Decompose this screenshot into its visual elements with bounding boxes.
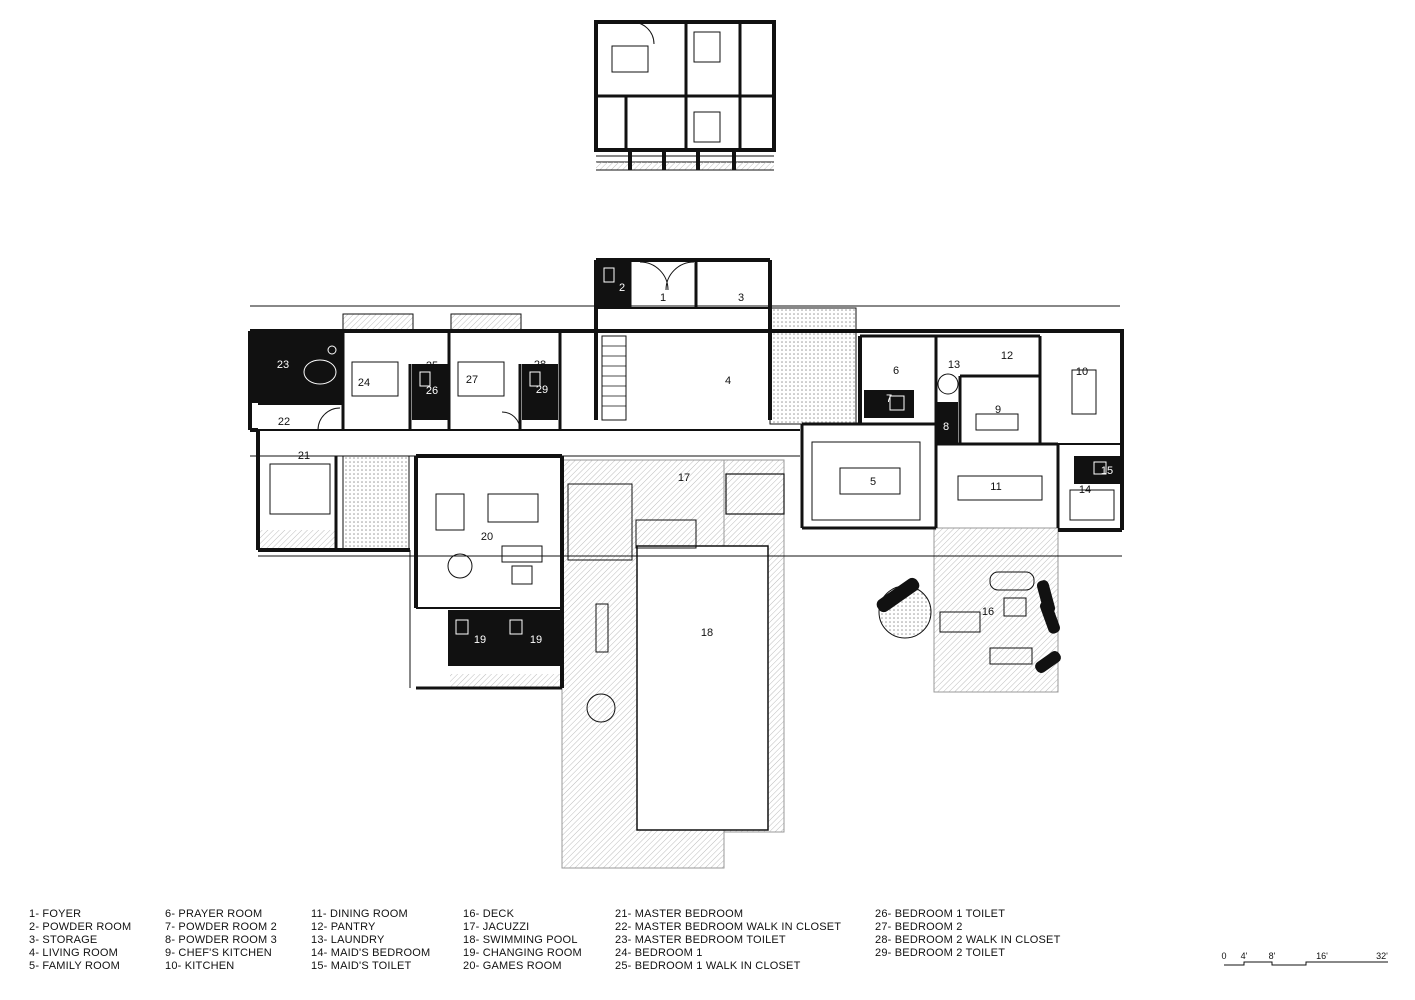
scale-label-32: 32' (1376, 951, 1388, 961)
legend-item: 25- BEDROOM 1 WALK IN CLOSET (615, 960, 801, 972)
scale-bar: 0 4' 8' 16' 32' (1221, 951, 1388, 966)
legend-column-4: 16- DECK 17- JACUZZI 18- SWIMMING POOL 1… (463, 908, 582, 973)
legend-item: 8- POWDER ROOM 3 (165, 934, 277, 946)
room-label-25: 25 (426, 360, 438, 372)
room-label-1: 1 (660, 292, 666, 304)
fixtures (303, 267, 1107, 635)
legend-item: 27- BEDROOM 2 (875, 921, 963, 933)
legend-item: 18- SWIMMING POOL (463, 934, 578, 946)
legend-item: 29- BEDROOM 2 TOILET (875, 947, 1006, 959)
legend-item: 11- DINING ROOM (311, 908, 408, 920)
room-label-2: 2 (619, 282, 625, 294)
room-label-3: 3 (738, 292, 744, 304)
legend-item: 17- JACUZZI (463, 921, 530, 933)
legend-item: 28- BEDROOM 2 WALK IN CLOSET (875, 934, 1061, 946)
legend-column-1: 1- FOYER 2- POWDER ROOM 3- STORAGE 4- LI… (29, 908, 131, 973)
room-label-8: 8 (943, 421, 949, 433)
legend-item: 2- POWDER ROOM (29, 921, 132, 933)
legend-item: 5- FAMILY ROOM (29, 960, 121, 972)
room-label-17: 17 (678, 472, 690, 484)
scale-label-0: 0 (1221, 951, 1226, 961)
wet-rooms (250, 262, 1122, 666)
legend-item: 10- KITCHEN (165, 960, 235, 972)
room-labels: 1 2 3 4 5 6 7 8 9 10 11 12 13 14 15 16 1… (277, 282, 1113, 646)
room-label-5: 5 (870, 476, 876, 488)
room-label-27: 27 (466, 374, 478, 386)
swimming-pool (586, 545, 769, 831)
room-label-20: 20 (481, 531, 493, 543)
legend-item: 12- PANTRY (311, 921, 376, 933)
room-label-21: 21 (298, 450, 310, 462)
room-label-24: 24 (358, 377, 370, 389)
scale-label-4: 4' (1241, 951, 1248, 961)
legend-item: 16- DECK (463, 908, 515, 920)
room-label-4: 4 (725, 375, 731, 387)
legend-item: 3- STORAGE (29, 934, 98, 946)
legend-column-5: 21- MASTER BEDROOM 22- MASTER BEDROOM WA… (615, 908, 841, 973)
legend-item: 14- MAID'S BEDROOM (311, 947, 431, 959)
room-label-7: 7 (886, 393, 892, 405)
legend-item: 23- MASTER BEDROOM TOILET (615, 934, 786, 946)
upper-floor-plan (594, 20, 776, 171)
legend-item: 22- MASTER BEDROOM WALK IN CLOSET (615, 921, 842, 933)
scale-label-16: 16' (1316, 951, 1328, 961)
legend-column-6: 26- BEDROOM 1 TOILET 27- BEDROOM 2 28- B… (875, 908, 1061, 960)
room-label-6: 6 (893, 365, 899, 377)
room-label-23: 23 (277, 359, 289, 371)
room-label-15: 15 (1101, 465, 1113, 477)
legend-item: 13- LAUNDRY (311, 934, 385, 946)
room-label-19b: 19 (530, 634, 542, 646)
room-label-14: 14 (1079, 484, 1091, 496)
legend-item: 1- FOYER (29, 908, 82, 920)
legend-item: 26- BEDROOM 1 TOILET (875, 908, 1006, 920)
room-label-19a: 19 (474, 634, 486, 646)
legend-column-3: 11- DINING ROOM 12- PANTRY 13- LAUNDRY 1… (311, 908, 430, 973)
room-label-10: 10 (1076, 366, 1088, 378)
room-label-26: 26 (426, 385, 438, 397)
deck-loungers (876, 577, 1061, 673)
room-label-9: 9 (995, 404, 1001, 416)
legend-item: 7- POWDER ROOM 2 (165, 921, 277, 933)
room-label-13: 13 (948, 359, 960, 371)
legend-column-2: 6- PRAYER ROOM 7- POWDER ROOM 2 8- POWDE… (165, 908, 277, 973)
room-label-22: 22 (278, 416, 290, 428)
legend-item: 4- LIVING ROOM (29, 947, 118, 959)
room-label-28: 28 (534, 359, 546, 371)
room-label-11: 11 (990, 481, 1001, 493)
legend-item: 24- BEDROOM 1 (615, 947, 703, 959)
room-label-29: 29 (536, 384, 548, 396)
legend-item: 20- GAMES ROOM (463, 960, 562, 972)
legend-item: 9- CHEF'S KITCHEN (165, 947, 272, 959)
legend-item: 6- PRAYER ROOM (165, 908, 263, 920)
room-legend: 1- FOYER 2- POWDER ROOM 3- STORAGE 4- LI… (29, 908, 1179, 978)
legend-item: 15- MAID'S TOILET (311, 960, 412, 972)
legend-item: 21- MASTER BEDROOM (615, 908, 744, 920)
scale-label-8: 8' (1269, 951, 1276, 961)
room-label-18: 18 (701, 627, 713, 639)
legend-item: 19- CHANGING ROOM (463, 947, 582, 959)
room-label-12: 12 (1001, 350, 1013, 362)
room-label-16: 16 (982, 606, 994, 618)
